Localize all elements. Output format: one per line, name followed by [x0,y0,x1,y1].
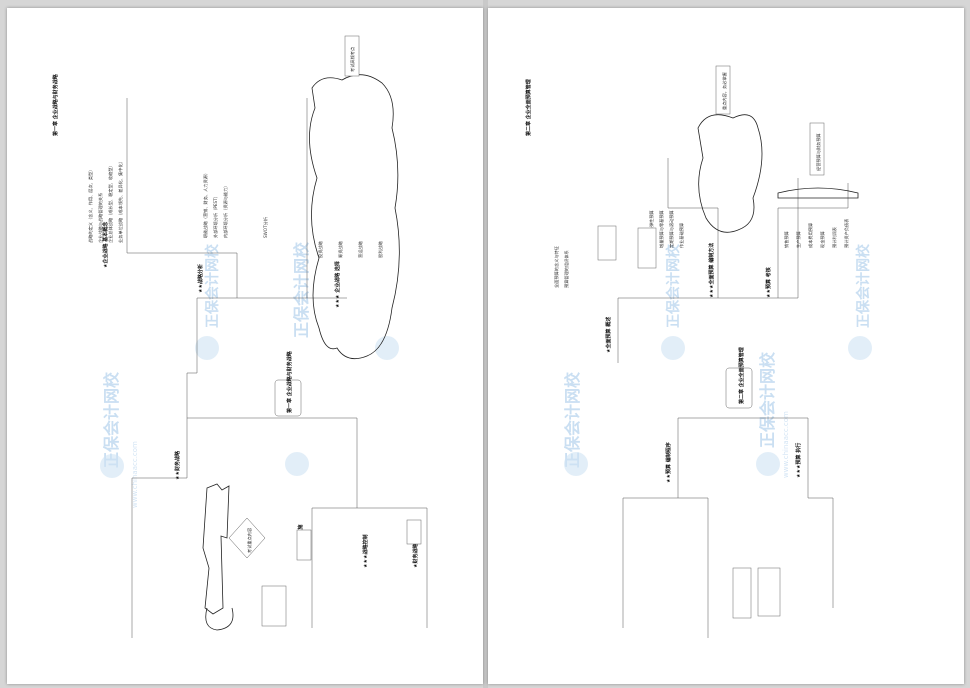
mind-map-right: 正保会计网校 正保会计网校 正保会计网校 正保会计网校 www.chinaacc… [525,65,872,638]
leaf-text: 预计资产负债表 [843,218,850,248]
side-note: 经营预算与财务预算 [815,133,822,171]
leaf-text: 预计利润表 [831,226,838,248]
watermark-right: 正保会计网校 正保会计网校 正保会计网校 正保会计网校 www.chinaacc… [563,243,872,478]
watermark-text: 正保会计网校 [758,351,777,448]
leaf-text: 成本费用预算 [807,223,814,248]
leaf-text: SWOT分析 [262,217,269,238]
cloud-shape [309,74,400,360]
watermark-url: www.chinaacc.com [131,441,139,508]
leaf-text: 股利战略 [377,240,384,258]
leaf-text: 业务单位战略（成本领先、差异化、集中化） [117,159,124,243]
leaf-text: 现金预算 [819,231,826,248]
branch-a: ★企业战略 基本概念 [102,222,109,268]
watermark-left: 正保会计网校 正保会计网校 正保会计网校 www.chinaacc.com [100,241,399,508]
branch-f: ★★★战略控制 [362,535,369,568]
watermark-text: 正保会计网校 [102,371,121,468]
watermark-text: 正保会计网校 [292,241,311,338]
leaf-text: 筹资战略 [337,240,344,258]
leaf-text: 企业总体战略（成长型、稳定型、收缩型） [107,163,114,243]
page-right: 正保会计网校 正保会计网校 正保会计网校 正保会计网校 www.chinaacc… [488,8,964,684]
watermark-text: 正保会计网校 [855,243,872,328]
mind-map-center: 第二章 企业全面预算管理 [738,347,745,404]
branch-b: ★★★全面预算 编制方法 [708,243,715,298]
leaf-text: 战略的定义（含义、作用、层次、类型） [87,168,94,243]
branch-d: ★★财务战略 [174,450,181,480]
cloud-note: 考试高频考点 [349,47,356,72]
cloud-note: 重点内容，务必掌握 [721,71,728,110]
branch-g: ★财务战略 [412,543,419,568]
branch-c: ★★★ 企业战略 选择 [334,260,341,308]
cloud-shape [697,114,763,233]
branch-b: ★★战略分析 [197,264,204,293]
leaf-text: 预算管理的组织体系 [563,250,570,288]
branch-a: ★全面预算 概述 [605,317,612,353]
page-left: 正保会计网校 正保会计网校 正保会计网校 www.chinaacc.com 第一… [7,8,483,684]
leaf-text: 销售预算 [783,231,790,248]
leaf-text: 增量预算与零基预算 [658,210,665,248]
watermark-text: 正保会计网校 [563,371,582,468]
leaf-text: 企业战略与战略管理的关系 [97,193,104,243]
leaf-text: 营运战略 [357,240,364,258]
leaf-text: 外部环境分析（PEST） [212,194,219,238]
chapter-title: 第二章 企业全面预算管理 [525,79,532,136]
branch-e: ★★预算 考核 [765,267,772,298]
leaf-text: 职能战略（营销、财务、人力资源） [202,171,209,238]
mind-map-center: 第一章 企业战略与财务战略 [286,350,293,413]
chapter-title: 第一章 企业战略与财务战略 [52,73,59,136]
jagged-shape [202,483,230,615]
watermark-text: 正保会计网校 [665,243,682,328]
leaf-text: 内部环境分析（资源与能力） [222,184,229,238]
leaf-text: 定期预算与滚动预算 [668,210,675,248]
leaf-text: 全面预算的含义与特征 [553,245,560,288]
leaf-text: 作业基础预算 [678,223,685,248]
page-gutter [483,0,488,688]
mind-map-left: 正保会计网校 正保会计网校 正保会计网校 www.chinaacc.com 第一… [52,35,428,638]
watermark-text: 正保会计网校 [204,243,221,328]
watermark-url: www.chinaacc.com [782,411,790,478]
leaf-text: 生产预算 [795,231,802,248]
side-note: 考试重点内容 [246,528,253,553]
branch-d: ★★★预算 执行 [795,443,802,478]
branch-c: ★★预算 编制程序 [665,442,672,483]
leaf-text: 投资战略 [317,240,324,258]
